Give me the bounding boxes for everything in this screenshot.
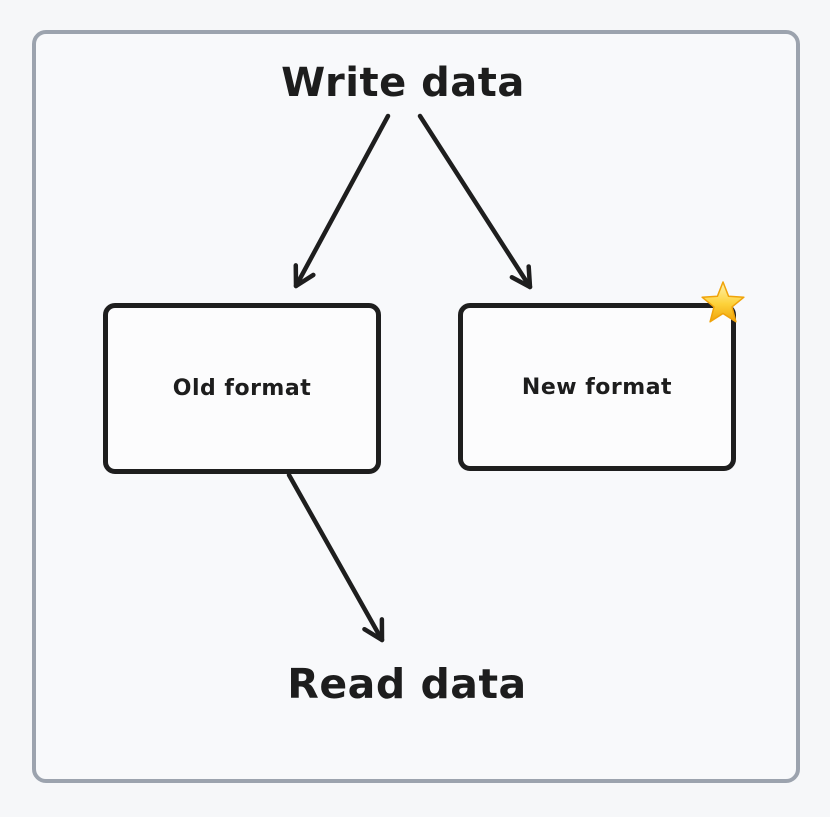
node-new-format-label: New format <box>521 374 673 400</box>
read-data-label: Read data <box>287 660 527 708</box>
node-old-format: Old format <box>103 303 381 474</box>
node-old-format-label: Old format <box>172 376 312 401</box>
star-icon <box>701 281 745 323</box>
node-new-format: New format <box>458 303 736 471</box>
write-data-label: Write data <box>281 60 525 106</box>
